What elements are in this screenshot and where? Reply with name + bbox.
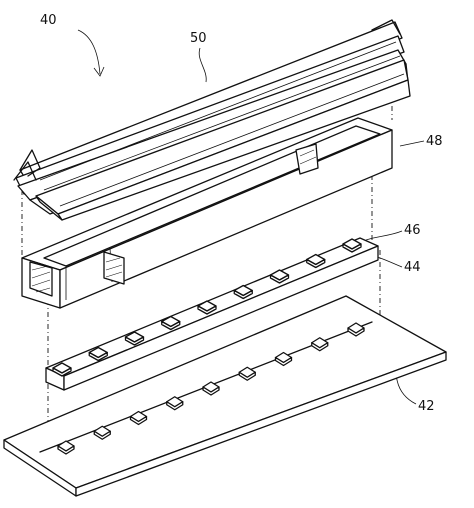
board-pad [274, 351, 293, 367]
leader-48 [399, 140, 425, 147]
strip-led [161, 315, 181, 331]
reflector-frame [21, 117, 393, 309]
leader-46 [365, 230, 403, 241]
label-44: 44 [404, 260, 421, 275]
board-pad [238, 366, 256, 381]
strip-led [124, 331, 145, 346]
strip-led [306, 253, 326, 269]
circuit-board [3, 295, 447, 497]
board-pad [129, 410, 148, 426]
label-42: 42 [418, 399, 435, 414]
board-pad [166, 396, 184, 411]
strip-led [269, 269, 290, 284]
strip-led [197, 300, 217, 315]
leader-50 [198, 47, 207, 83]
strip-led [233, 284, 253, 300]
board-pad [93, 425, 111, 440]
strip-led [342, 238, 362, 253]
arrowhead-40 [93, 66, 105, 77]
leader-40 [77, 29, 101, 75]
label-40: 40 [40, 13, 57, 28]
strip-led [88, 346, 108, 362]
optical-sheets [13, 19, 411, 221]
label-50: 50 [190, 31, 207, 46]
board-pad [202, 381, 220, 396]
label-48: 48 [426, 134, 443, 149]
strip-leds [52, 238, 362, 377]
label-46: 46 [404, 223, 421, 238]
board-pads [57, 322, 365, 455]
board-pad [57, 440, 75, 455]
strip-led [52, 362, 72, 377]
board-pad [311, 337, 329, 352]
board-pad [347, 322, 365, 337]
